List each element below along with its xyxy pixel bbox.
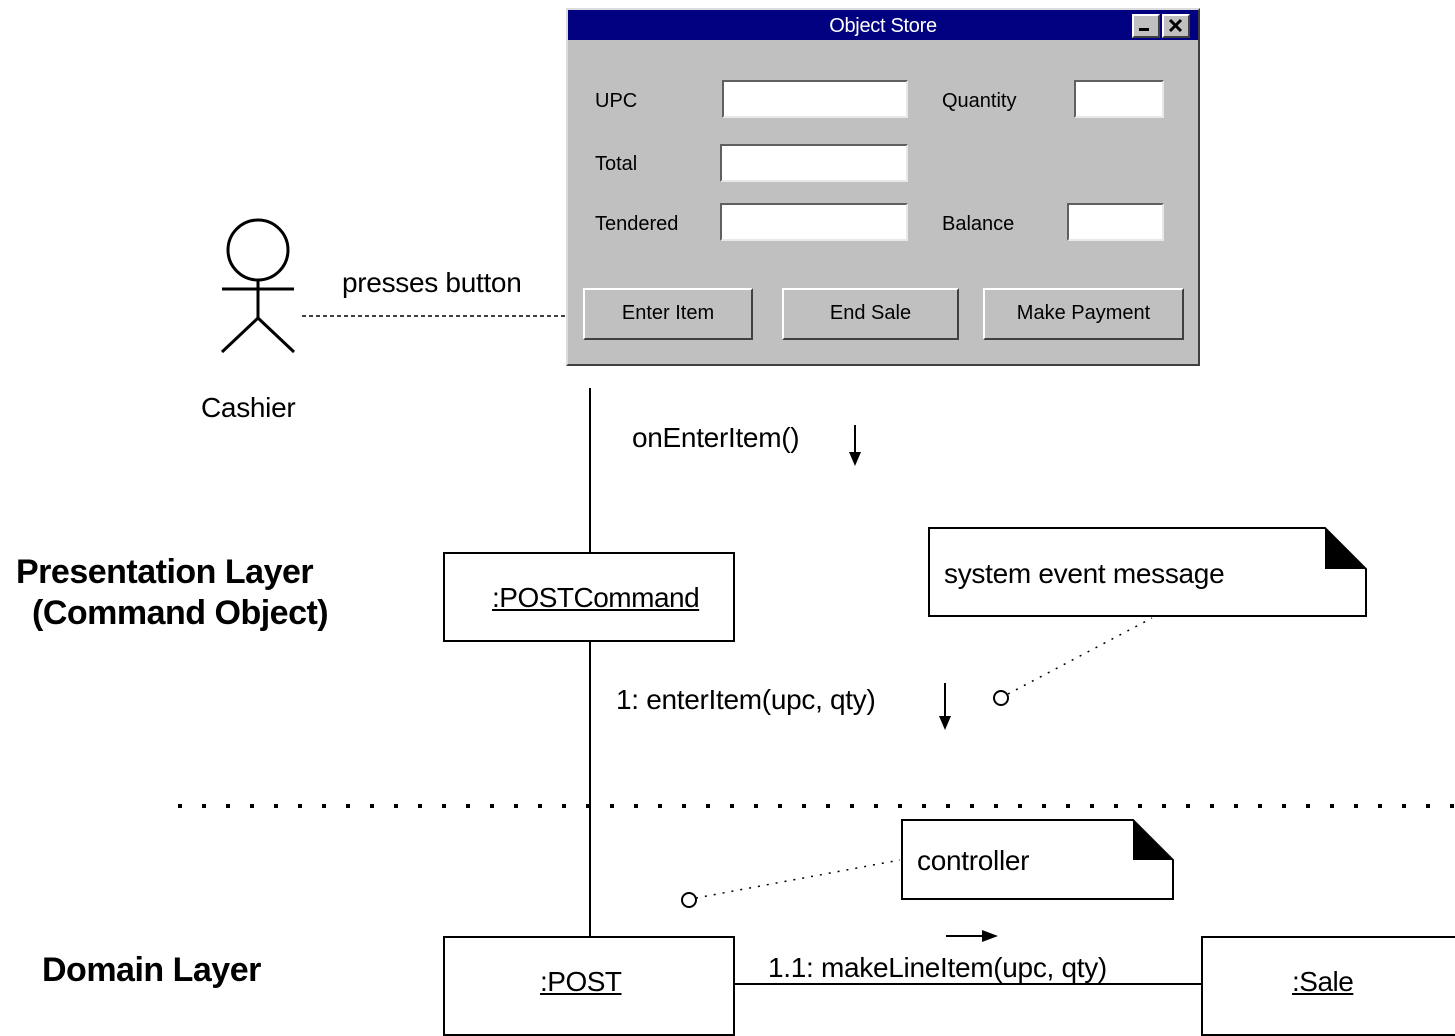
note-system-event-text: system event message <box>944 558 1225 589</box>
stick-figure-icon <box>220 218 296 354</box>
object-store-window: Object Store UPC Quantity Total Tendered… <box>566 8 1200 366</box>
make-payment-button[interactable]: Make Payment <box>983 288 1184 340</box>
postcommand-object <box>443 552 735 642</box>
close-button[interactable] <box>1162 14 1190 38</box>
note-controller-text: controller <box>917 845 1030 876</box>
note-anchor-system-event <box>993 617 1153 706</box>
sale-object <box>1201 936 1455 1036</box>
end-sale-button[interactable]: End Sale <box>782 288 959 340</box>
balance-label: Balance <box>942 213 1015 235</box>
arrow-down-icon <box>939 683 951 730</box>
presentation-layer-title: Presentation Layer <box>16 553 314 591</box>
total-label: Total <box>595 153 638 175</box>
presses-button-arrow <box>302 303 590 329</box>
tendered-label: Tendered <box>595 213 679 235</box>
enter-item-button[interactable]: Enter Item <box>583 288 753 340</box>
note-system-event-shape <box>928 527 1367 617</box>
make-line-item-message: 1.1: makeLineItem(upc, qty) <box>768 952 1107 983</box>
arrow-right-icon <box>946 930 998 942</box>
domain-layer-title: Domain Layer <box>42 951 261 989</box>
close-icon <box>1168 18 1183 33</box>
balance-field[interactable] <box>1067 203 1164 241</box>
sale-object-name: :Sale <box>1292 966 1354 997</box>
minimize-button[interactable] <box>1132 14 1160 38</box>
presentation-layer-subtitle: (Command Object) <box>32 594 329 632</box>
arrow-down-icon <box>849 425 861 466</box>
tendered-field[interactable] <box>720 203 908 241</box>
upc-label: UPC <box>595 90 638 112</box>
note-anchor-controller <box>681 859 901 908</box>
ui-message-label: onEnterItem() <box>632 422 800 453</box>
total-field[interactable] <box>720 144 908 182</box>
postcommand-object-name: :POSTCommand <box>492 582 700 613</box>
post-object <box>443 936 735 1036</box>
minimize-icon <box>1139 28 1149 31</box>
post-object-name: :POST <box>540 966 622 997</box>
upc-field[interactable] <box>722 80 908 118</box>
actor-message-label: presses button <box>342 267 522 298</box>
note-controller-shape <box>901 819 1174 900</box>
quantity-field[interactable] <box>1074 80 1164 118</box>
actor-label: Cashier <box>201 392 296 423</box>
enter-item-message: 1: enterItem(upc, qty) <box>616 684 876 715</box>
quantity-label: Quantity <box>942 90 1017 112</box>
window-title: Object Store <box>829 15 937 37</box>
window-titlebar[interactable]: Object Store <box>568 10 1198 40</box>
